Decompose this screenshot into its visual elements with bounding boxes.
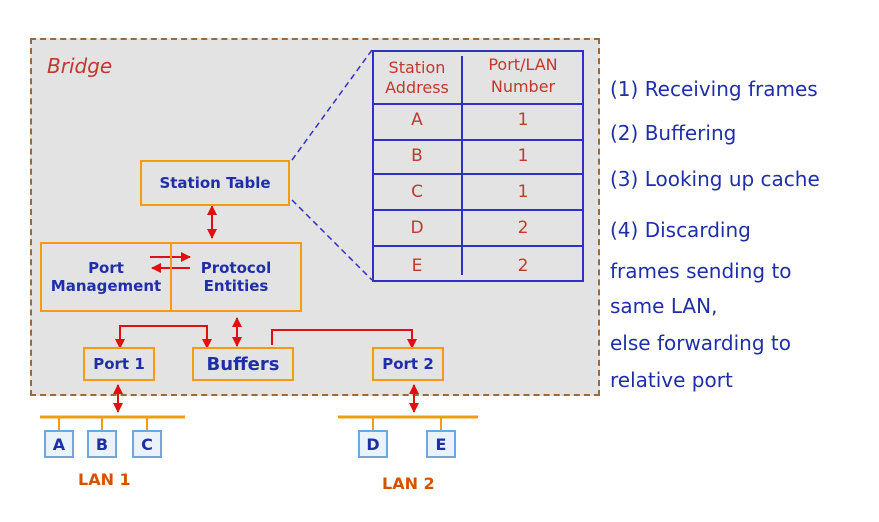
port1-label: Port 1 <box>93 355 145 373</box>
step-4-line5: relative port <box>610 368 733 392</box>
step-1: (1) Receiving frames <box>610 77 818 101</box>
port2-box: Port 2 <box>372 347 444 381</box>
lan1-station-c: C <box>132 430 162 458</box>
protocol-line1: Protocol <box>200 259 272 277</box>
header-port-line2: Number <box>490 77 556 96</box>
buffers-box: Buffers <box>192 347 294 381</box>
table-header-port: Port/LAN Number <box>464 54 582 98</box>
table-row-b-port: 1 <box>517 146 529 166</box>
lan2-station-d: D <box>358 430 388 458</box>
header-address-line2: Address <box>385 78 449 97</box>
zoom-line-top <box>291 49 373 161</box>
table-row-e-address: E <box>411 256 423 276</box>
port-management-line1: Port <box>88 259 124 277</box>
table-row-c-port: 1 <box>517 182 529 202</box>
table-row-d-port: 2 <box>517 218 529 238</box>
port1-box: Port 1 <box>83 347 155 381</box>
station-table-box: Station Table <box>140 160 290 206</box>
port-management-box: Port Management <box>40 242 172 312</box>
step-4-line1: (4) Discarding <box>610 218 751 242</box>
lan1-station-a: A <box>44 430 74 458</box>
table-row-e-port: 2 <box>517 256 529 276</box>
bridge-label: Bridge <box>47 54 113 78</box>
lan2-label: LAN 2 <box>382 474 435 493</box>
header-address-line1: Station <box>388 58 446 77</box>
step-4-line2: frames sending to <box>610 259 792 283</box>
bridge-container <box>30 38 600 396</box>
protocol-entities-box: Protocol Entities <box>170 242 302 312</box>
station-address-table <box>372 50 584 282</box>
header-port-line1: Port/LAN <box>488 55 558 74</box>
table-row-a-address: A <box>411 110 423 130</box>
step-2: (2) Buffering <box>610 121 737 145</box>
table-row-d-address: D <box>410 218 424 238</box>
table-header-address: Station Address <box>374 58 460 98</box>
buffers-label: Buffers <box>206 353 280 375</box>
port2-label: Port 2 <box>382 355 434 373</box>
port-management-line2: Management <box>50 277 162 295</box>
station-table-label: Station Table <box>159 174 271 192</box>
step-3: (3) Looking up cache <box>610 167 820 191</box>
lan1-station-b: B <box>87 430 117 458</box>
step-4-line4: else forwarding to <box>610 331 791 355</box>
table-row-a-port: 1 <box>517 110 529 130</box>
lan1-label: LAN 1 <box>78 470 131 489</box>
step-4-line3: same LAN, <box>610 294 718 318</box>
table-row-b-address: B <box>411 146 423 166</box>
table-row-c-address: C <box>411 182 423 202</box>
protocol-line2: Entities <box>203 277 269 295</box>
zoom-line-bottom <box>291 199 373 281</box>
lan2-station-e: E <box>426 430 456 458</box>
